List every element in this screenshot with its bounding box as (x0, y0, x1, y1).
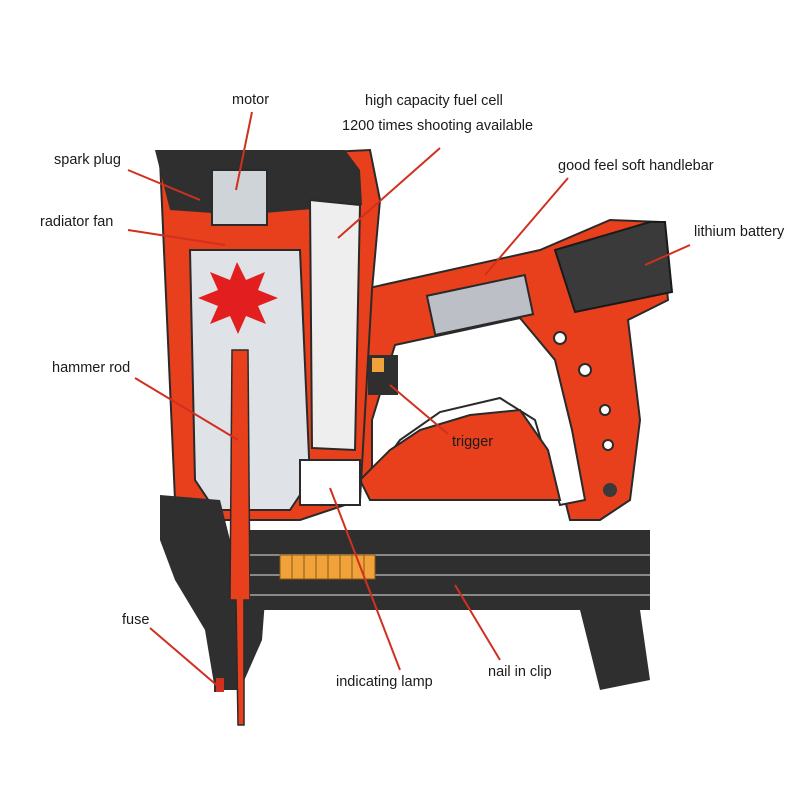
leader-radiator-fan (127, 229, 226, 246)
cylinder-housing (155, 148, 382, 521)
leader-trigger (389, 384, 449, 435)
leader-motor (235, 111, 253, 191)
leader-handlebar (484, 177, 569, 276)
leader-indicating-lamp (329, 487, 401, 671)
leader-fuse (149, 627, 221, 689)
label-radiator-fan: radiator fan (40, 214, 114, 230)
fuse-part (214, 620, 224, 692)
battery-pack (553, 221, 674, 314)
handlebar-panel (425, 273, 535, 337)
label-fuel-cell-line2: 1200 times shooting available (342, 118, 534, 134)
label-nail-clip: nail in clip (488, 664, 552, 680)
label-fuse: fuse (122, 612, 150, 628)
label-battery: lithium battery (694, 224, 785, 240)
hammer-rod-part (229, 349, 251, 726)
motor-part (211, 169, 268, 226)
label-hammer-rod: hammer rod (52, 360, 131, 376)
label-indicating-lamp: indicating lamp (336, 674, 433, 690)
leader-fuel-cell (337, 147, 441, 239)
fuel-cell (308, 198, 362, 452)
label-fuel-cell-line1: high capacity fuel cell (365, 93, 503, 109)
nosepiece (160, 349, 268, 726)
label-motor: motor (232, 92, 270, 108)
handle-frame (348, 218, 674, 521)
grip-inner-red (358, 408, 562, 501)
leader-battery (644, 244, 691, 266)
leader-hammer-rod (134, 377, 239, 441)
magazine-foot (580, 610, 650, 690)
label-trigger: trigger (452, 434, 494, 450)
leader-spark-plug (127, 169, 201, 201)
magazine (250, 530, 650, 690)
label-handlebar: good feel soft handlebar (558, 158, 714, 174)
label-spark-plug: spark plug (54, 152, 121, 168)
leader-lines (127, 111, 691, 689)
spark-burst (198, 262, 278, 334)
leader-nail-clip (454, 584, 501, 661)
